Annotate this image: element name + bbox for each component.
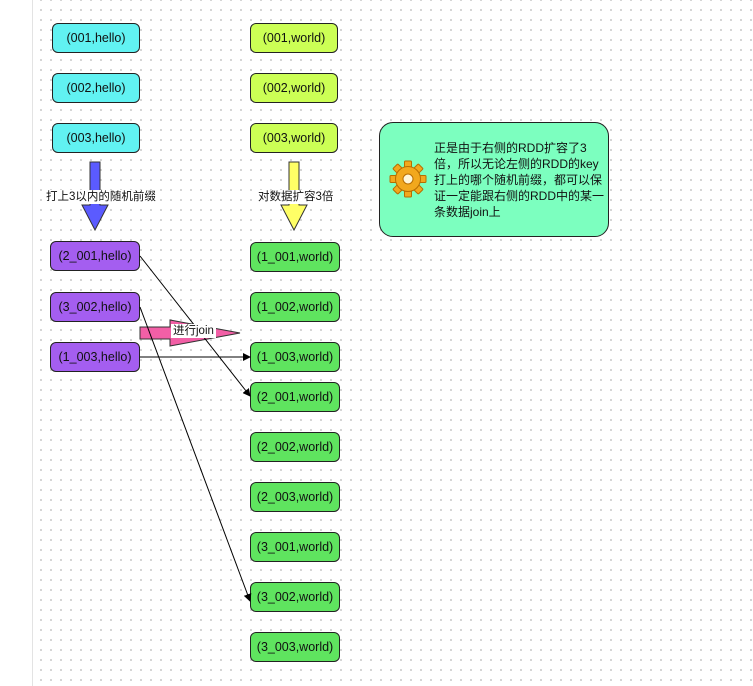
right-original-node-1[interactable]: (001,world) xyxy=(250,23,338,53)
right-expanded-node-4[interactable]: (2_001,world) xyxy=(250,382,340,412)
right-expanded-node-3[interactable]: (1_003,world) xyxy=(250,342,340,372)
right-expanded-node-5[interactable]: (2_002,world) xyxy=(250,432,340,462)
left-original-node-2[interactable]: (002,hello) xyxy=(52,73,140,103)
join-edge-3002 xyxy=(139,306,252,602)
left-salted-node-2[interactable]: (3_002,hello) xyxy=(50,292,140,322)
explanation-note[interactable]: 正是由于右侧的RDD扩容了3倍，所以无论左侧的RDD的key打上的哪个随机前缀，… xyxy=(379,122,609,237)
right-original-node-2[interactable]: (002,world) xyxy=(250,73,338,103)
right-expanded-node-2[interactable]: (1_002,world) xyxy=(250,292,340,322)
left-original-node-3[interactable]: (003,hello) xyxy=(52,123,140,153)
expand-arrow-label: 对数据扩容3倍 xyxy=(256,190,336,204)
right-expanded-node-9[interactable]: (3_003,world) xyxy=(250,632,340,662)
right-expanded-node-1[interactable]: (1_001,world) xyxy=(250,242,340,272)
gear-icon xyxy=(389,160,427,198)
left-original-node-1[interactable]: (001,hello) xyxy=(52,23,140,53)
right-expanded-node-8[interactable]: (3_002,world) xyxy=(250,582,340,612)
left-salted-node-1[interactable]: (2_001,hello) xyxy=(50,241,140,271)
right-expanded-node-6[interactable]: (2_003,world) xyxy=(250,482,340,512)
note-text: 正是由于右侧的RDD扩容了3倍，所以无论左侧的RDD的key打上的哪个随机前缀，… xyxy=(434,141,604,219)
diagram-canvas xyxy=(32,0,753,686)
left-salted-node-3[interactable]: (1_003,hello) xyxy=(50,342,140,372)
join-arrow-label: 进行join xyxy=(171,324,216,338)
right-original-node-3[interactable]: (003,world) xyxy=(250,123,338,153)
salt-arrow-label: 打上3以内的随机前缀 xyxy=(44,190,158,204)
right-expanded-node-7[interactable]: (3_001,world) xyxy=(250,532,340,562)
